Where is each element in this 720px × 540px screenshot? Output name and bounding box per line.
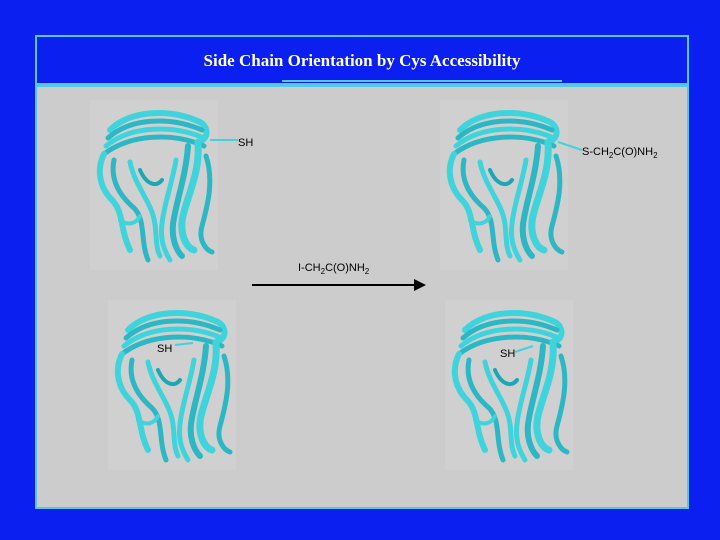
label-sh-bottom-left: SH [157,343,173,355]
slide-title: Side Chain Orientation by Cys Accessibil… [203,51,521,70]
label-modified-top-right: S-CH2C(O)NH2 [582,146,658,161]
protein-top-left [90,100,220,275]
label-reagent: I-CH2C(O)NH2 [298,262,370,277]
title-bar: Side Chain Orientation by Cys Accessibil… [37,37,687,87]
title-underline [282,80,562,82]
sh-connector-top-left [210,139,238,141]
sh-connector-bottom-left [174,342,194,346]
reaction-arrow [252,279,426,291]
protein-top-right [440,100,570,275]
sh-connector-bottom-right [514,345,534,353]
label-sh-bottom-right: SH [500,348,516,360]
sh-connector-top-right [557,141,583,151]
label-sh-top-left: SH [238,137,254,149]
protein-bottom-right [445,300,575,475]
protein-bottom-left [108,300,238,475]
